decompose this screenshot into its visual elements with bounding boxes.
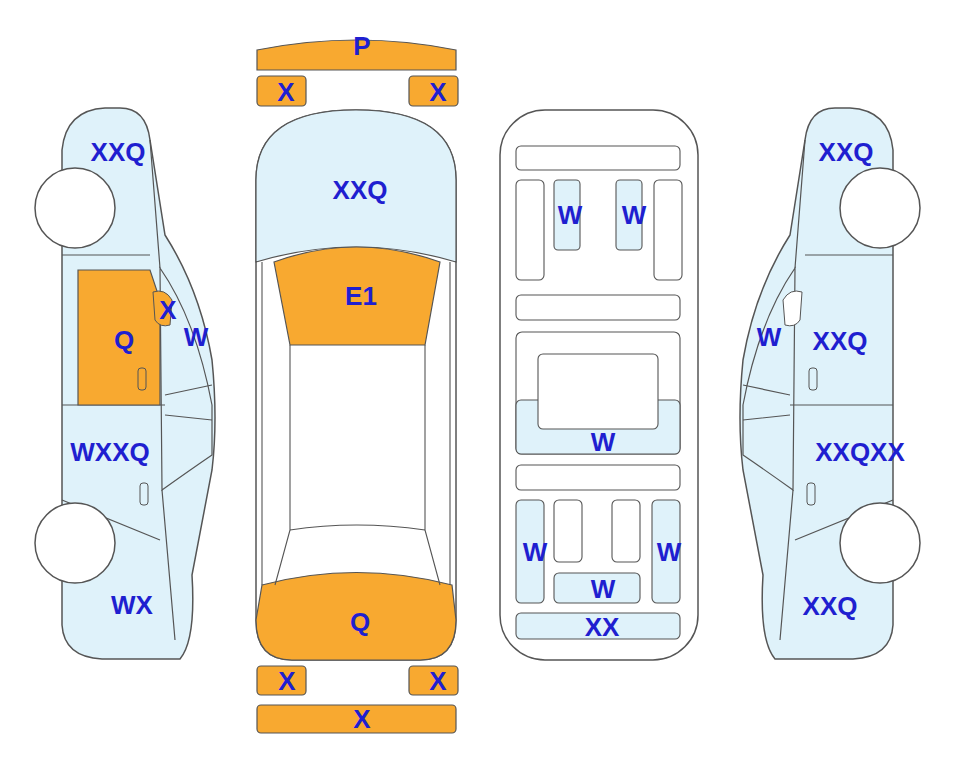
damage-code: XXQ: [91, 139, 146, 165]
damage-code: X: [278, 668, 295, 694]
damage-code: X: [277, 79, 294, 105]
damage-code: WX: [111, 592, 153, 618]
damage-code: W: [523, 539, 548, 565]
damage-code: W: [591, 429, 616, 455]
damage-code: P: [353, 33, 370, 59]
damage-code: WXXQ: [70, 439, 149, 465]
damage-code: W: [657, 539, 682, 565]
damage-code: XXQ: [333, 177, 388, 203]
damage-code: XXQXX: [815, 439, 905, 465]
damage-code: X: [353, 706, 370, 732]
damage-code: W: [591, 576, 616, 602]
damage-code: E1: [345, 283, 377, 309]
damage-code: X: [159, 297, 176, 323]
damage-code: X: [429, 79, 446, 105]
damage-code: XX: [585, 614, 620, 640]
damage-code: W: [558, 202, 583, 228]
damage-code: XXQ: [803, 593, 858, 619]
damage-code: XXQ: [819, 139, 874, 165]
damage-code: W: [184, 324, 209, 350]
damage-code: Q: [350, 609, 370, 635]
damage-code: W: [757, 324, 782, 350]
damage-code: Q: [114, 327, 134, 353]
damage-code: X: [429, 668, 446, 694]
damage-code: W: [622, 202, 647, 228]
damage-code: XXQ: [813, 328, 868, 354]
